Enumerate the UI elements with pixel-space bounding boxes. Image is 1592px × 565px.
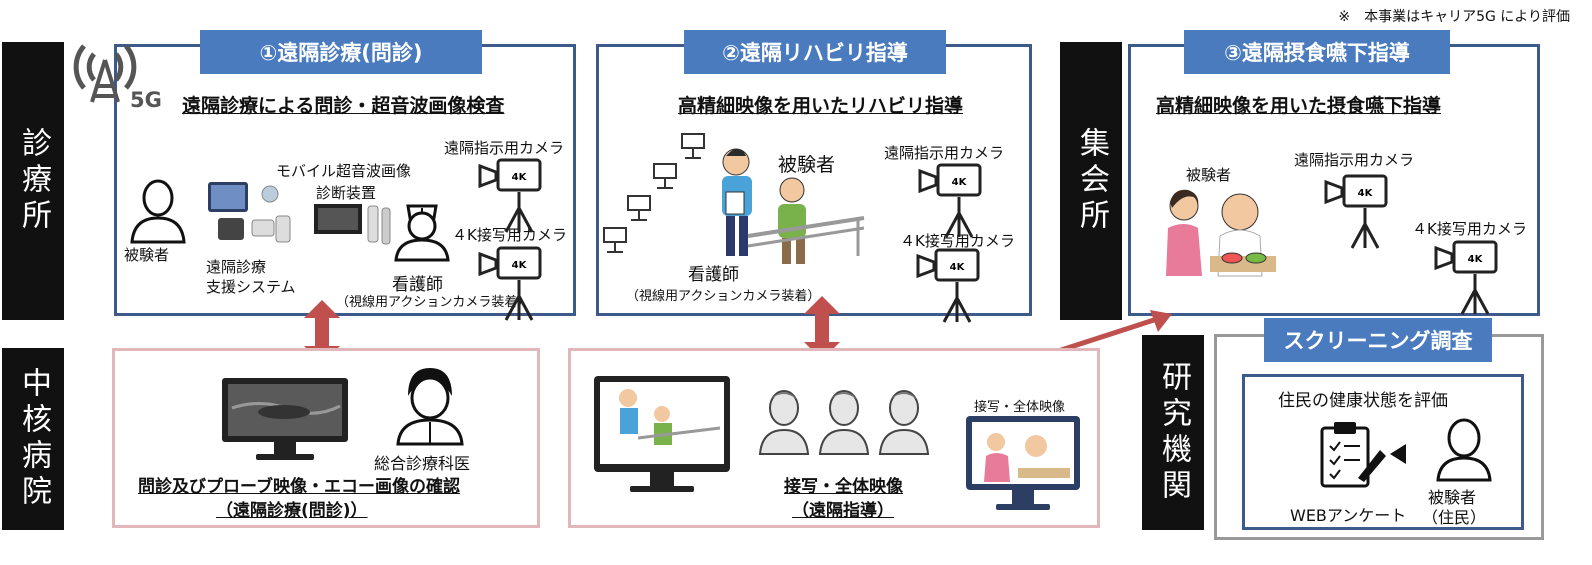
camera-4k-icon: 4K [476,246,556,326]
panel3-title: ③遠隔摂食嚥下指導 [1184,30,1450,74]
doctor-label: 総合診療科医 [374,450,470,474]
monitor-label: 接写・全体映像 [974,396,1065,415]
hospital1-line1: 問診及びプローブ映像・エコー画像の確認 [138,472,460,497]
camera-badge: 4K [1358,188,1374,199]
resident-icon [1434,414,1494,484]
panel1-subject-label: 被験者 [124,244,169,265]
camera-badge: 4K [950,262,966,273]
ultrasound-monitor-icon [222,378,352,468]
tablet-device-icon [206,180,306,260]
camera-4k-icon: 4K [916,163,996,243]
camera-badge: 4K [512,260,528,271]
resident-label-2: （住民） [1422,504,1486,528]
camera-4k-icon: 4K [1432,240,1512,320]
rehab-monitor-icon [594,376,734,506]
camera-badge: 4K [1468,254,1484,265]
side-label-hospital: 中核病院 [2,348,64,530]
panel2-cam-remote-label: 遠隔指示用カメラ [884,142,1004,163]
panel3-cam-remote-label: 遠隔指示用カメラ [1294,149,1414,170]
panel3-subtitle: 高精細映像を用いた摂食嚥下指導 [1156,91,1441,118]
screening-title: スクリーニング調査 [1264,318,1492,362]
camera-4k-icon: 4K [1322,174,1402,254]
side-label-meeting: 集会所 [1060,42,1122,320]
feeding-scene-icon [1160,184,1280,284]
evaluation-note: ※ 本事業はキャリア5G により評価 [1338,6,1570,26]
action-camera-row-icon [600,130,720,260]
ultrasound-label-2: 診断装置 [316,182,376,203]
panel1-title: ①遠隔診療(問診) [200,30,482,74]
panel3-cam-closeup-label: ４K接写用カメラ [1412,218,1527,239]
camera-badge: 4K [512,172,528,183]
subject-icon [128,176,188,246]
side-label-clinic: 診療所 [2,42,64,320]
hospital2-line1: 接写・全体映像 [784,472,903,497]
panel2-subtitle: 高精細映像を用いたリハビリ指導 [678,91,963,118]
clipboard-checklist-icon [1320,420,1420,490]
doctor-icon [394,366,464,446]
panel2-title: ②遠隔リハビリ指導 [684,30,946,74]
hospital2-line2: （遠隔指導） [792,496,894,521]
web-survey-label: WEBアンケート [1290,502,1406,526]
network-badge: 5G [130,88,162,112]
panel2-nurse-note: （視線用アクションカメラ装着） [626,285,820,304]
support-system-label-2: 支援システム [206,276,296,297]
camera-4k-icon: 4K [476,158,556,238]
ultrasound-device-icon [314,204,394,254]
support-system-label-1: 遠隔診療 [206,256,266,277]
feeding-monitor-icon [966,416,1086,520]
ultrasound-label-1: モバイル超音波画像 [276,160,411,181]
panel2-subject-label: 被験者 [778,150,835,177]
camera-badge: 4K [952,177,968,188]
panel2-nurse-label: 看護師 [688,260,739,285]
panel1-cam-remote-label: 遠隔指示用カメラ [444,137,564,158]
hospital1-line2: （遠隔診療(問診)） [216,496,368,521]
observers-icon [756,386,936,456]
panel3-subject-label: 被験者 [1186,164,1231,185]
screening-subtitle: 住民の健康状態を評価 [1278,386,1448,411]
panel1-subtitle: 遠隔診療による問診・超音波画像検査 [182,91,504,118]
nurse-icon [392,196,452,262]
camera-4k-icon: 4K [914,248,994,328]
